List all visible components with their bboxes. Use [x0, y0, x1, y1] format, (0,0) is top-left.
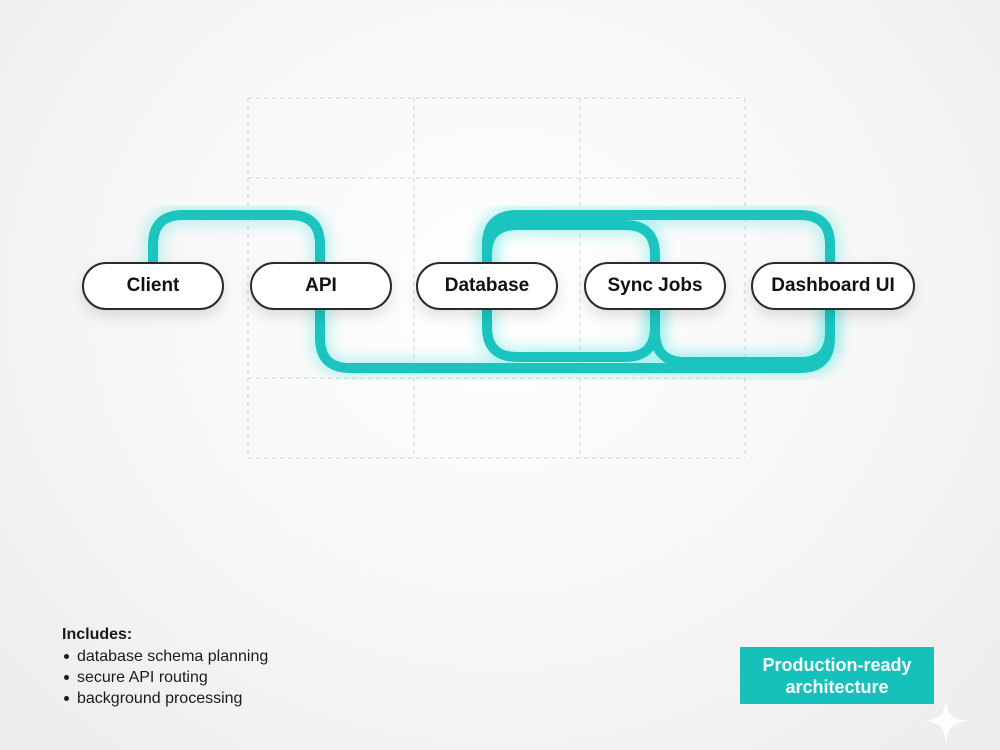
badge-line-2: architecture	[785, 676, 889, 697]
background-grid	[247, 97, 746, 459]
bullet-icon	[64, 654, 69, 659]
node-client: Client	[82, 262, 224, 310]
production-ready-badge: Production-ready architecture	[740, 647, 934, 704]
list-item: secure API routing	[62, 667, 268, 688]
edge-sync-dashboard	[650, 305, 835, 367]
bullet-icon	[64, 696, 69, 701]
node-label: Client	[126, 275, 180, 296]
node-sync-jobs: Sync Jobs	[584, 262, 726, 310]
node-label: Dashboard UI	[771, 275, 895, 296]
node-label: Sync Jobs	[607, 275, 703, 296]
node-dashboard-ui: Dashboard UI	[751, 262, 915, 310]
connector-lines	[148, 210, 835, 373]
list-item-text: database schema planning	[77, 648, 269, 665]
node-api: API	[250, 262, 392, 310]
node-label: API	[305, 275, 337, 296]
edge-client-api	[148, 210, 325, 267]
edge-database-sync-over	[482, 220, 660, 267]
includes-section: Includes: database schema planning secur…	[62, 624, 268, 709]
includes-list: database schema planning secure API rout…	[62, 646, 268, 709]
node-label: Database	[444, 275, 530, 296]
includes-title: Includes:	[62, 626, 133, 643]
list-item: background processing	[62, 688, 268, 709]
sparkle-icon	[924, 699, 968, 743]
bullet-icon	[64, 675, 69, 680]
node-database: Database	[416, 262, 558, 310]
list-item: database schema planning	[62, 646, 268, 667]
list-item-text: background processing	[77, 690, 243, 707]
list-item-text: secure API routing	[77, 669, 208, 686]
badge-line-1: Production-ready	[762, 654, 912, 675]
